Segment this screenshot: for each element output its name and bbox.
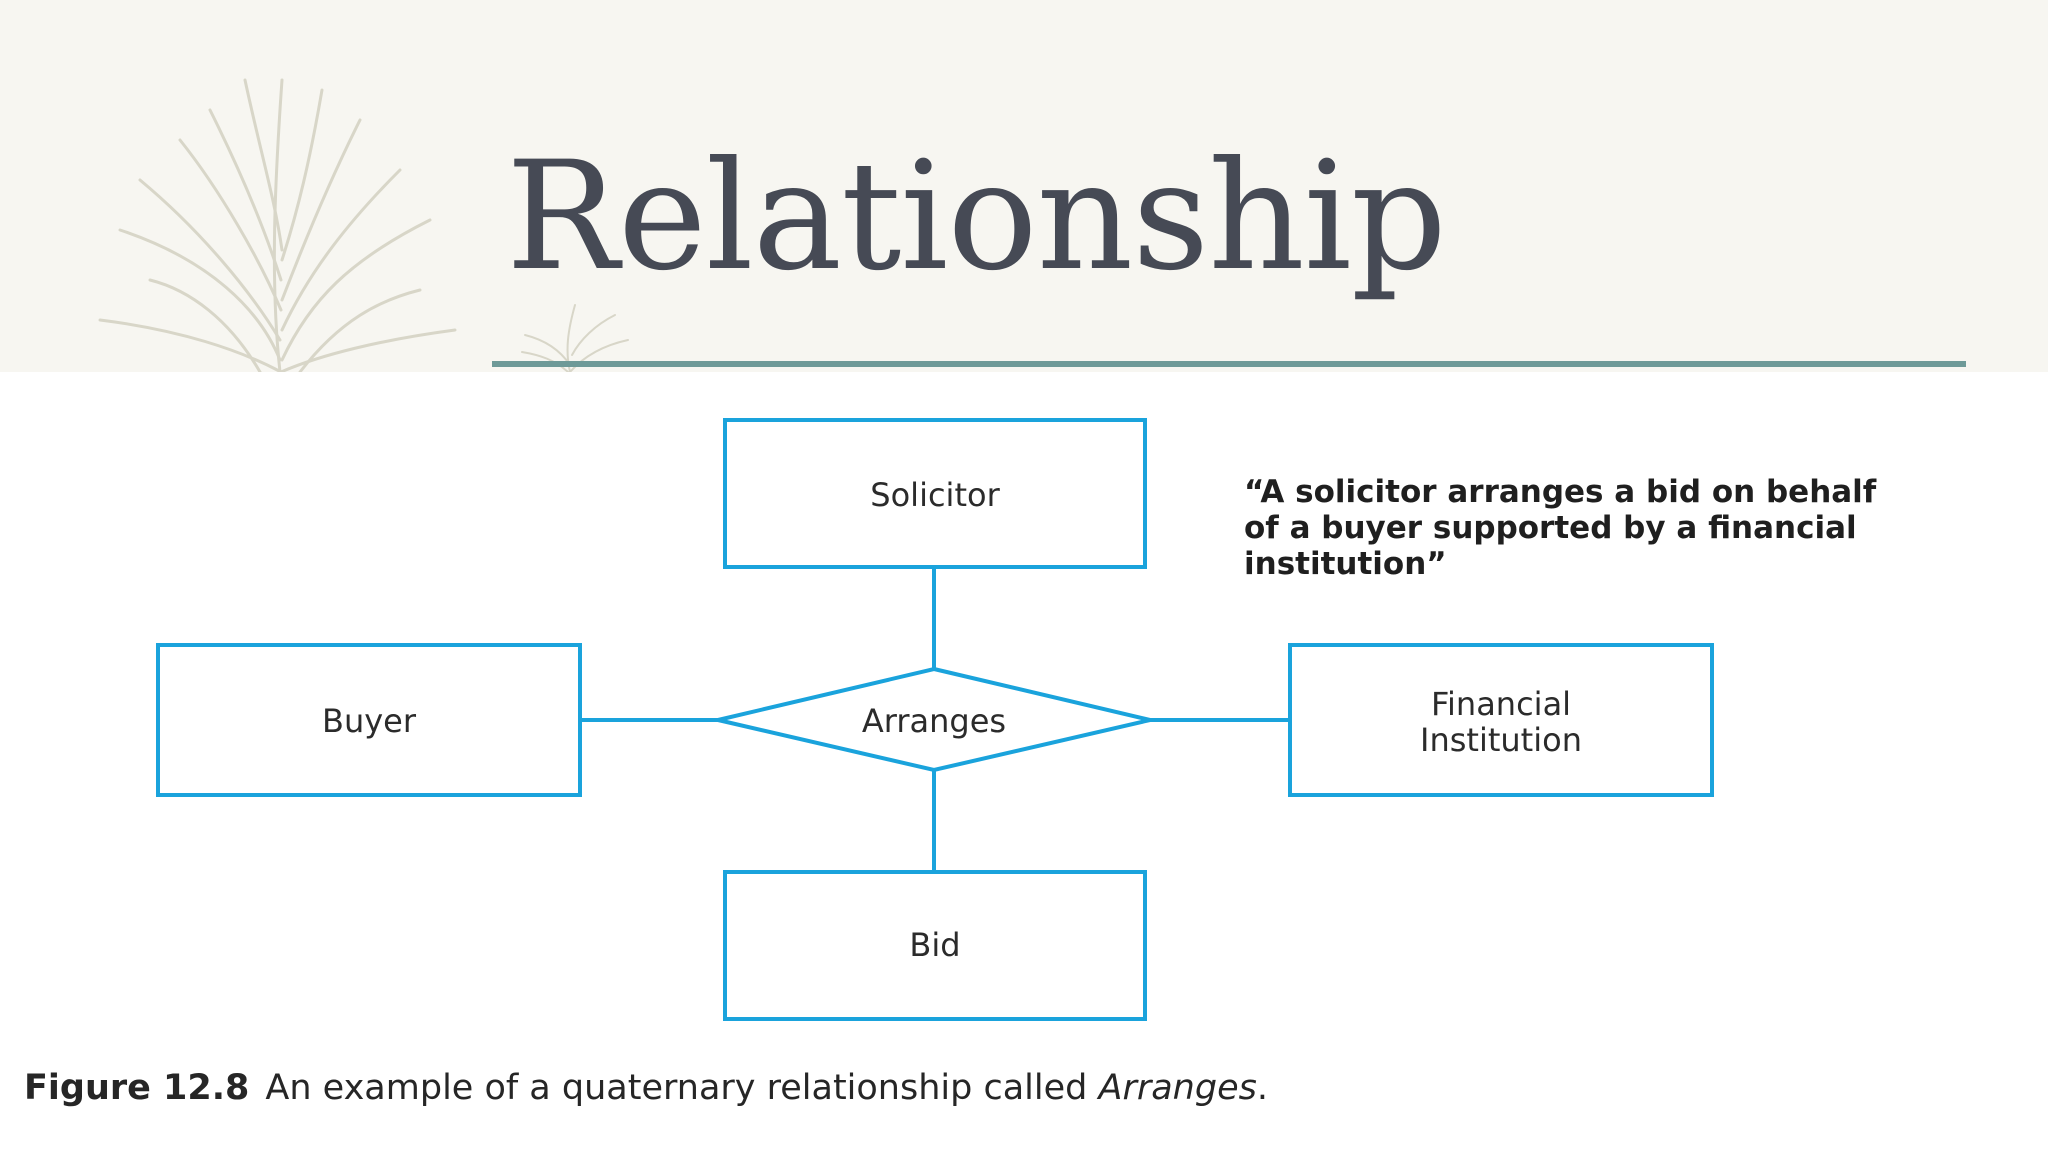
relationship-arranges-label: Arranges [862, 702, 1006, 740]
entity-solicitor-label: Solicitor [870, 476, 1000, 514]
slide-title: Relationship [506, 130, 1447, 304]
title-underline [492, 361, 1966, 367]
entity-financial-label-line2: Institution [1420, 721, 1582, 759]
caption-relationship-name: Arranges [1098, 1068, 1257, 1108]
entity-financial-label-line1: Financial [1431, 685, 1571, 723]
entity-solicitor-box[interactable] [723, 418, 1147, 569]
diagram-area: Solicitor Buyer Financial Institution Bi… [0, 372, 2048, 1152]
entity-buyer-label: Buyer [322, 702, 417, 740]
entity-bid-box[interactable] [723, 870, 1147, 1021]
entity-buyer-box[interactable] [156, 643, 582, 797]
title-band: Relationship [0, 0, 2048, 372]
caption-period: . [1256, 1068, 1268, 1108]
figure-caption: Figure 12.8 An example of a quaternary re… [24, 1068, 1268, 1108]
relationship-description-quote: “A solicitor arranges a bid on behalf of… [1244, 474, 1877, 582]
figure-number: Figure 12.8 [24, 1068, 250, 1108]
entity-financial-institution-box[interactable] [1288, 643, 1714, 797]
palm-frond-decoration [98, 78, 457, 372]
caption-text: An example of a quaternary relationship … [265, 1068, 1088, 1108]
entity-bid-label: Bid [909, 926, 960, 964]
relationship-arranges-diamond[interactable] [717, 666, 1151, 773]
er-diagram: Solicitor Buyer Financial Institution Bi… [156, 418, 1714, 1021]
